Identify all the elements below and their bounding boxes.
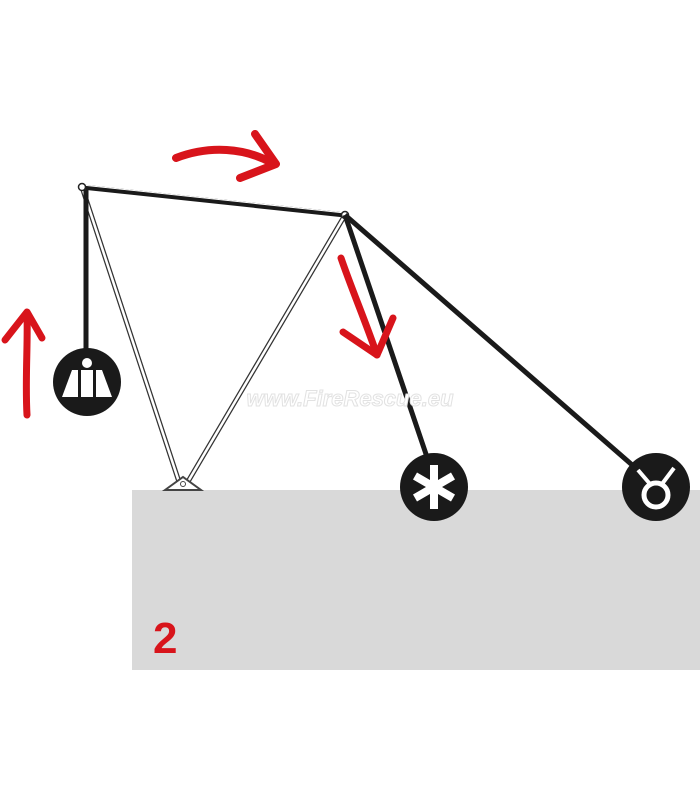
platform [132, 490, 700, 670]
left-leg [79, 186, 183, 486]
top-left-joint [77, 182, 87, 192]
counterweight-bag-icon [53, 348, 121, 416]
watermark: www.FireRescue.eu [246, 386, 454, 411]
top-bar-highlight [81, 184, 346, 214]
leg-base-plate [161, 475, 205, 491]
asterisk-anchor-icon [400, 453, 468, 521]
ring-anchor-icon [622, 453, 690, 521]
rope-right [343, 213, 640, 472]
right-leg [183, 213, 348, 487]
arrow-clockwise-icon [172, 130, 280, 182]
arrow-down-icon [337, 254, 397, 359]
top-bar [81, 184, 346, 218]
arrow-up-icon [1, 308, 46, 419]
step-number: 2 [153, 614, 177, 663]
